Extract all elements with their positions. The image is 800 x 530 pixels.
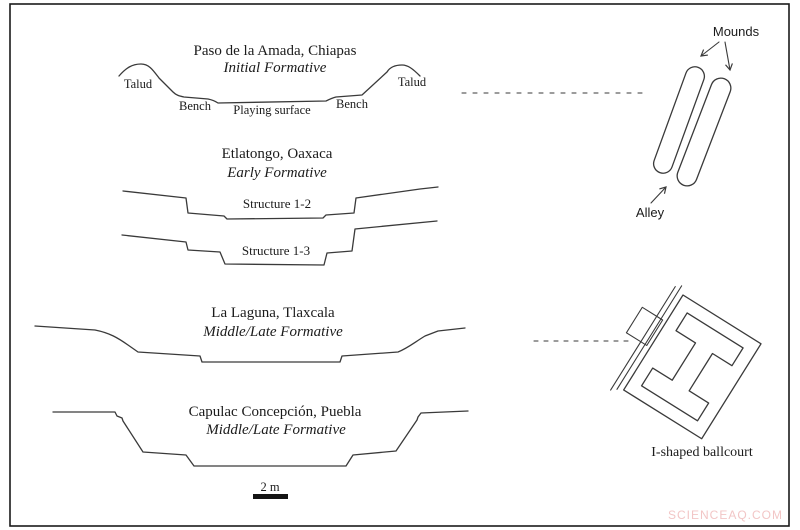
label-bench-left: Bench xyxy=(179,99,212,113)
profile-la-laguna xyxy=(34,325,466,363)
section-period-capulac: Middle/Late Formative xyxy=(205,422,346,438)
label-bench-right: Bench xyxy=(336,97,369,111)
mound-left xyxy=(652,66,706,174)
mound-right xyxy=(676,77,732,187)
section-title-etlatongo: Etlatongo, Oaxaca xyxy=(222,146,333,162)
ballcourt-platform-line-2 xyxy=(610,286,676,391)
label-talud-left: Talud xyxy=(124,77,153,91)
ballcourt-i-shape xyxy=(640,312,744,422)
profile-paso-de-la-amada xyxy=(118,63,421,104)
profile-capulac xyxy=(52,410,469,467)
ballcourt-plan xyxy=(610,285,762,440)
label-structure-1-2: Structure 1-2 xyxy=(243,196,311,211)
ballcourt-side-structure xyxy=(625,306,664,347)
label-i-shaped-ballcourt: I-shaped ballcourt xyxy=(651,445,753,460)
label-playing-surface: Playing surface xyxy=(233,103,311,117)
label-mounds: Mounds xyxy=(713,24,760,39)
label-structure-1-3: Structure 1-3 xyxy=(242,243,310,258)
section-period-paso-de-la-amada: Initial Formative xyxy=(223,60,327,76)
profile-structure-1-2 xyxy=(122,186,439,220)
section-title-capulac: Capulac Concepción, Puebla xyxy=(189,404,362,420)
section-period-etlatongo: Early Formative xyxy=(226,165,327,181)
mound-plan: Mounds Alley xyxy=(636,24,760,220)
watermark: SCIENCEAQ.COM xyxy=(668,508,783,522)
label-talud-right: Talud xyxy=(398,75,427,89)
figure-border xyxy=(9,3,790,527)
label-alley: Alley xyxy=(636,205,665,220)
section-title-paso-de-la-amada: Paso de la Amada, Chiapas xyxy=(194,43,357,59)
ballcourt-platform-line-1 xyxy=(616,285,683,390)
mounds-arrow-left xyxy=(701,41,720,56)
alley-arrow xyxy=(650,187,666,204)
section-period-la-laguna: Middle/Late Formative xyxy=(202,324,343,340)
profile-structure-1-3 xyxy=(121,220,438,266)
ballcourt-outer-wall xyxy=(622,294,762,440)
section-title-la-laguna: La Laguna, Tlaxcala xyxy=(211,305,335,321)
mounds-arrow-right xyxy=(724,41,730,70)
scale-bar-label: 2 m xyxy=(260,480,279,494)
scale-bar xyxy=(253,494,288,499)
